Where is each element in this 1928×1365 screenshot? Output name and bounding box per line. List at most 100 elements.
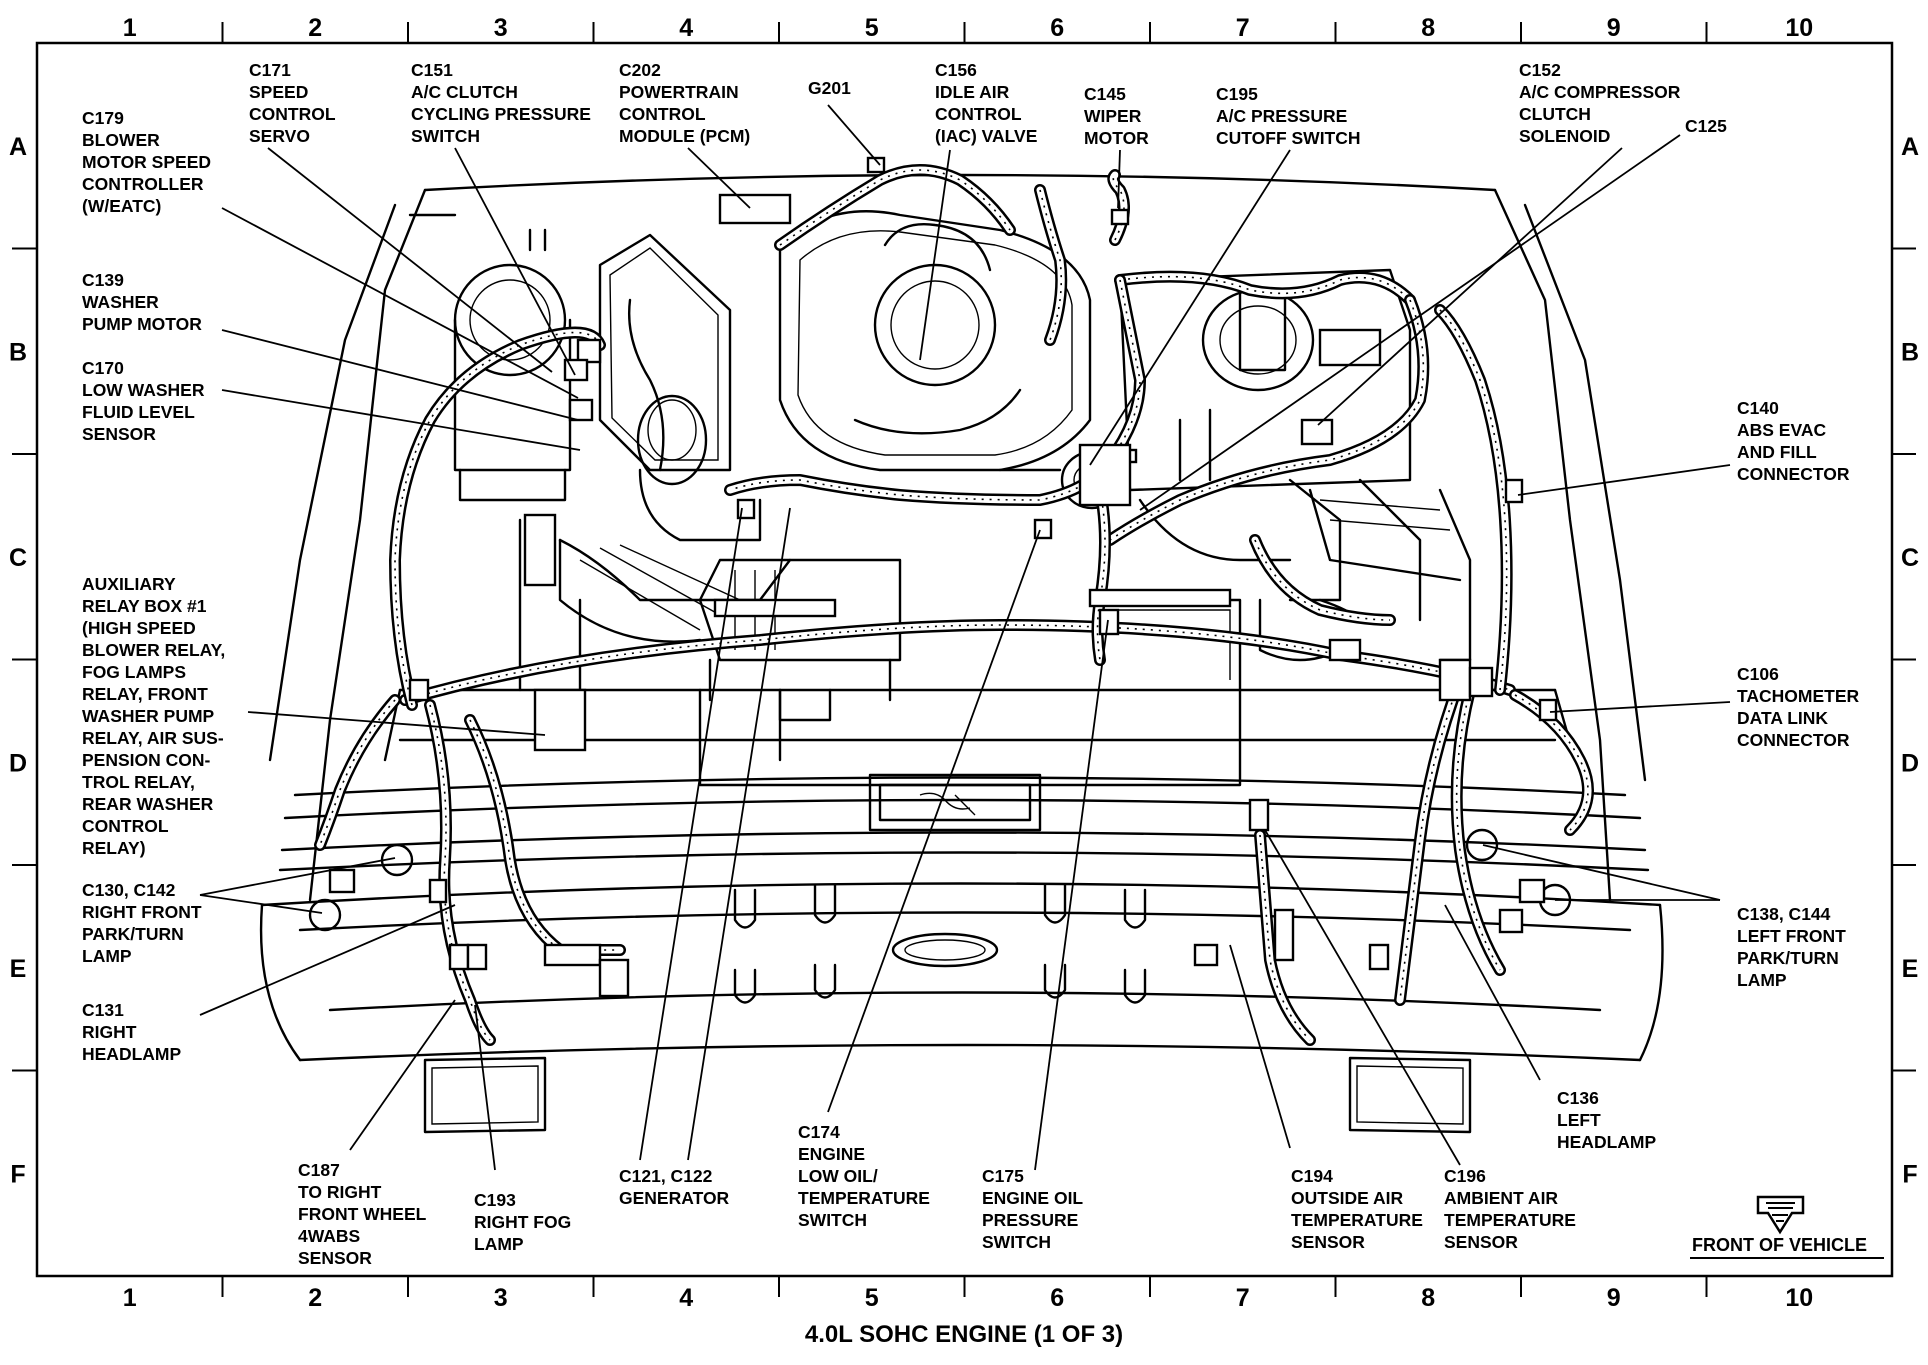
callout-c138-line: LEFT FRONT (1737, 926, 1846, 946)
callout-c174-line: ENGINE (798, 1144, 865, 1164)
callout-c202-line: POWERTRAIN (619, 82, 739, 102)
grid-col-top-9: 9 (1607, 14, 1621, 42)
callout-aux-line: BLOWER RELAY, (82, 640, 225, 660)
callout-c136-line: LEFT (1557, 1110, 1601, 1130)
callout-c195-line: A/C PRESSURE (1216, 106, 1347, 126)
callout-c196-line: SENSOR (1444, 1232, 1518, 1252)
callout-c179-line: C179 (82, 108, 124, 128)
callout-c156-line: C156 (935, 60, 977, 80)
grid-row-right-E: E (1902, 955, 1919, 983)
callout-c170-line: LOW WASHER (82, 380, 205, 400)
callout-c131-line: C131 (82, 1000, 124, 1020)
grid-col-top-7: 7 (1236, 14, 1250, 42)
callout-c187-line: TO RIGHT (298, 1182, 382, 1202)
callout-aux-line: RELAY, FRONT (82, 684, 208, 704)
grid-col-top-5: 5 (865, 14, 879, 42)
callout-c136-line: C136 (1557, 1088, 1599, 1108)
callout-c145-line: C145 (1084, 84, 1126, 104)
callout-c130-line: LAMP (82, 946, 132, 966)
callout-c187-line: C187 (298, 1160, 340, 1180)
callout-c140-line: CONNECTOR (1737, 464, 1850, 484)
grid-row-right-C: C (1901, 544, 1919, 572)
callout-c175-line: PRESSURE (982, 1210, 1078, 1230)
grid-col-top-1: 1 (123, 14, 137, 42)
callout-c151-line: SWITCH (411, 126, 480, 146)
callout-aux-line: CONTROL (82, 816, 169, 836)
wiring-harness (314, 164, 1594, 1046)
callout-c171-line: SPEED (249, 82, 308, 102)
callout-aux-line: AUXILIARY (82, 574, 176, 594)
callout-c193-line: LAMP (474, 1234, 524, 1254)
grid-col-bottom-6: 6 (1050, 1284, 1064, 1312)
grid-col-bottom-1: 1 (123, 1284, 137, 1312)
grid-row-left-E: E (10, 955, 27, 983)
callout-c151-line: C151 (411, 60, 453, 80)
callout-c139-line: WASHER (82, 292, 159, 312)
callout-c106-line: TACHOMETER (1737, 686, 1860, 706)
callout-c138-line: PARK/TURN (1737, 948, 1839, 968)
grid-row-left-B: B (9, 338, 27, 366)
callout-aux-line: WASHER PUMP (82, 706, 215, 726)
callout-c170-line: SENSOR (82, 424, 156, 444)
callout-c131-line: HEADLAMP (82, 1044, 181, 1064)
callout-c151-line: A/C CLUTCH (411, 82, 518, 102)
callout-c179-line: BLOWER (82, 130, 160, 150)
callout-c138-line: C138, C144 (1737, 904, 1831, 924)
callout-c140-line: AND FILL (1737, 442, 1817, 462)
callout-c152-line: SOLENOID (1519, 126, 1610, 146)
callout-c175-line: SWITCH (982, 1232, 1051, 1252)
grid-col-top-8: 8 (1421, 14, 1435, 42)
callout-c152-line: C152 (1519, 60, 1561, 80)
grid-row-left-C: C (9, 544, 27, 572)
callout-c194-line: SENSOR (1291, 1232, 1365, 1252)
grid-row-right-B: B (1901, 338, 1919, 366)
callout-aux-line: RELAY) (82, 838, 146, 858)
callout-c140-line: ABS EVAC (1737, 420, 1826, 440)
front-of-vehicle-label: FRONT OF VEHICLE (1692, 1235, 1867, 1255)
grid-row-right-A: A (1901, 133, 1919, 161)
grid-col-bottom-2: 2 (308, 1284, 322, 1312)
leader-lines (199, 104, 1731, 1171)
callout-c187-line: FRONT WHEEL (298, 1204, 427, 1224)
callout-c156-line: CONTROL (935, 104, 1022, 124)
grid-col-top-6: 6 (1050, 14, 1064, 42)
callout-c140-line: C140 (1737, 398, 1779, 418)
grid-col-bottom-3: 3 (494, 1284, 508, 1312)
callout-c196-line: TEMPERATURE (1444, 1210, 1576, 1230)
grid-col-bottom-10: 10 (1785, 1284, 1813, 1312)
callout-aux-line: FOG LAMPS (82, 662, 186, 682)
callout-c125-line: C125 (1685, 116, 1727, 136)
callout-c156-line: (IAC) VALVE (935, 126, 1037, 146)
grid-row-left-F: F (10, 1160, 25, 1188)
callout-c171-line: CONTROL (249, 104, 336, 124)
callout-c130-line: C130, C142 (82, 880, 176, 900)
callout-c193-line: RIGHT FOG (474, 1212, 571, 1232)
callout-c130-line: PARK/TURN (82, 924, 184, 944)
callout-c202-line: C202 (619, 60, 661, 80)
callout-c187-line: SENSOR (298, 1248, 372, 1268)
callout-aux-line: TROL RELAY, (82, 772, 195, 792)
grid-col-top-2: 2 (308, 14, 322, 42)
callout-c179-line: (W/EATC) (82, 196, 161, 216)
grid-col-bottom-7: 7 (1236, 1284, 1250, 1312)
callout-c187-line: 4WABS (298, 1226, 360, 1246)
grid-row-left-D: D (9, 749, 27, 777)
